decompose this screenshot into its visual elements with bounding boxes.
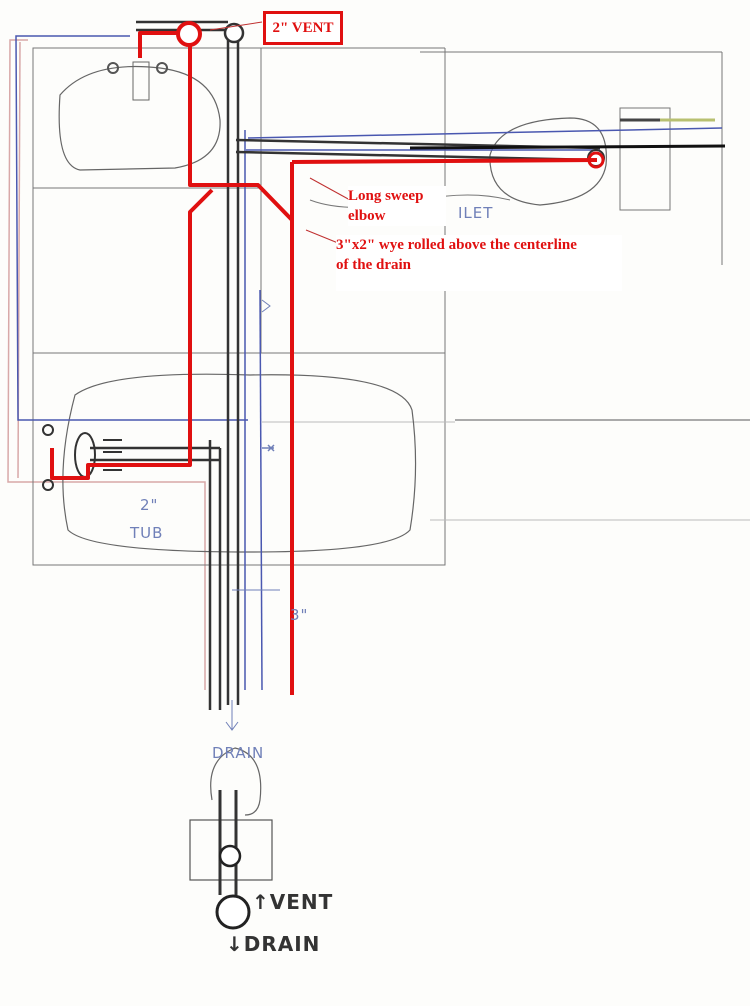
tub-valve-top (42, 424, 54, 436)
stack-vent-top (223, 22, 245, 44)
toilet-bowl (489, 117, 607, 206)
pipe-size-label: 3" (290, 606, 309, 624)
lower-drain-circle (215, 894, 251, 930)
vent-circle (176, 21, 202, 47)
sink-bowl (58, 65, 221, 171)
red-pipes (50, 31, 598, 695)
toilet-label: ILET (458, 204, 494, 222)
drain-box (189, 819, 273, 881)
drain-sketch-arc (210, 747, 262, 816)
toilet-red-flange (587, 151, 605, 169)
vent-arrow-label: ↑VENT (252, 890, 334, 914)
tub-outline (62, 373, 417, 553)
drain-arrow-label: ↓DRAIN (226, 932, 321, 956)
pink-wall-lines (7, 39, 206, 690)
main-stack (90, 20, 726, 710)
room-outlines (32, 47, 750, 566)
long-sweep-label: Long sweep elbow (348, 186, 446, 226)
tub-label: TUB (130, 524, 164, 542)
sink-faucet (132, 61, 150, 101)
sink-knob-right (156, 62, 168, 74)
drain-sketch-label: DRAIN (212, 744, 265, 762)
drain-pipes-lower (218, 790, 238, 895)
tub-drain (74, 432, 122, 478)
lower-vent-circle (218, 844, 242, 868)
tub-valve-bottom (42, 479, 54, 491)
pencil-marks (225, 299, 280, 731)
leader-lines (209, 21, 351, 244)
wye-note: 3"x2" wye rolled above the centerline of… (336, 235, 622, 291)
sink-knob-left (107, 62, 119, 74)
tub-size-label: 2" (140, 496, 159, 514)
blue-pen-lines (15, 35, 723, 691)
vent-label: 2" VENT (263, 11, 343, 45)
